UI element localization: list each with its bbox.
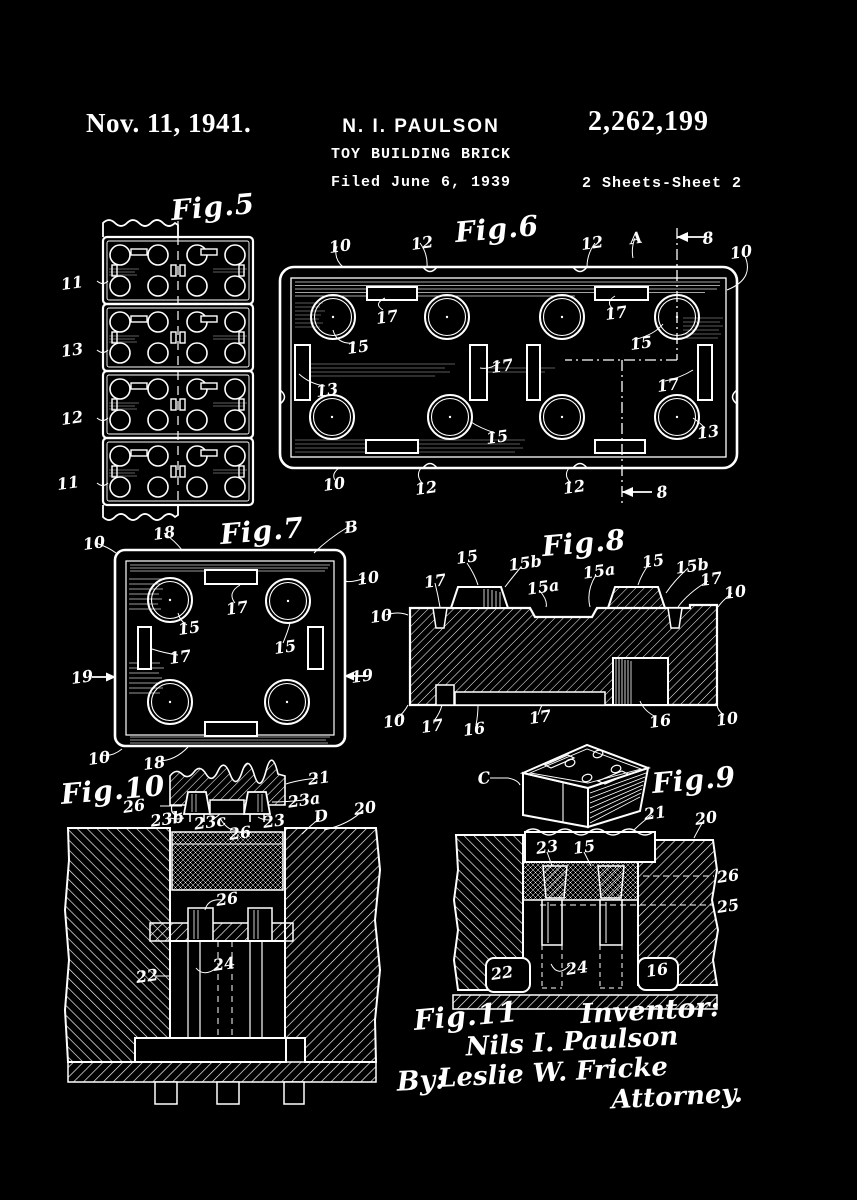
ref-numeral: 17	[527, 706, 553, 728]
ref-numeral: 10	[728, 241, 754, 263]
ref-numeral: 25	[715, 895, 741, 917]
ref-numeral: 24	[211, 953, 237, 975]
sheet-line: 2 Sheets-Sheet 2	[582, 175, 743, 192]
attorney-title: Attorney.	[610, 1078, 744, 1116]
ref-numeral: 15	[628, 332, 654, 354]
fig7-drawing	[92, 526, 368, 762]
ref-numeral: A	[628, 227, 644, 249]
ref-numeral: 17	[374, 306, 400, 328]
ref-numeral: 10	[81, 532, 107, 554]
ref-numeral: 15	[345, 336, 371, 358]
ref-numeral: 10	[368, 605, 394, 627]
ref-numeral: 20	[352, 797, 378, 819]
filed-line: Filed June 6, 1939	[330, 174, 512, 191]
ref-numeral: 15	[640, 550, 666, 572]
ref-numeral: 15	[484, 426, 510, 448]
ref-numeral: 26	[214, 888, 240, 910]
ref-numeral: 10	[86, 747, 112, 769]
ref-numeral: 10	[327, 235, 353, 257]
patent-date: Nov. 11, 1941.	[86, 108, 252, 138]
ref-numeral: 16	[644, 959, 670, 981]
fig10-mold-drawing	[63, 809, 382, 1105]
ref-numeral: 23	[261, 810, 287, 832]
ref-numeral: 17	[698, 568, 724, 590]
ref-numeral: 26	[715, 865, 741, 887]
fig10-insert-drawing	[160, 759, 319, 831]
ref-numeral: 12	[413, 477, 439, 499]
ref-numeral: 11	[59, 272, 85, 294]
applicant-name: N. I. PAULSON	[342, 116, 500, 137]
ref-numeral: 23	[534, 836, 560, 858]
ref-numeral: 15	[176, 617, 202, 639]
ref-numeral: 26	[227, 822, 253, 844]
ref-numeral: 12	[579, 232, 605, 254]
ref-numeral: 13	[314, 379, 340, 401]
ref-numeral: 26	[121, 795, 147, 817]
ref-numeral: 17	[603, 302, 629, 324]
ref-numeral: B	[342, 516, 360, 538]
ref-numeral: 11	[55, 472, 81, 494]
ref-numeral: 10	[722, 581, 748, 603]
ref-numeral: 16	[647, 710, 673, 732]
ref-numeral: 20	[693, 807, 719, 829]
fig9-drawing	[490, 743, 651, 829]
ref-numeral: 12	[409, 232, 435, 254]
ref-numeral: 13	[59, 339, 85, 361]
ref-numeral: C	[476, 767, 492, 789]
ref-numeral: 12	[561, 476, 587, 498]
ref-numeral: 17	[419, 715, 445, 737]
fig6-drawing	[278, 228, 748, 507]
ref-numeral: 19	[69, 666, 95, 688]
ref-numeral: 24	[564, 957, 590, 979]
ref-numeral: 21	[642, 802, 668, 824]
ref-numeral: D	[312, 805, 330, 827]
ref-numeral: 17	[422, 570, 448, 592]
ref-numeral: 15	[454, 546, 480, 568]
ref-numeral: 22	[489, 962, 515, 984]
ref-numeral: 10	[355, 567, 381, 589]
ref-numeral: 17	[655, 374, 681, 396]
ref-numeral: 10	[714, 708, 740, 730]
ref-numeral: 22	[134, 965, 160, 987]
ref-numeral: 21	[306, 767, 332, 789]
ref-numeral: 16	[461, 718, 487, 740]
ref-numeral: 17	[489, 355, 515, 377]
ref-numeral: 19	[349, 665, 375, 687]
fig8-drawing	[385, 562, 733, 726]
ref-numeral: 18	[141, 752, 167, 774]
patent-number: 2,262,199	[588, 106, 709, 137]
ref-numeral: 18	[151, 522, 177, 544]
ref-numeral: 10	[321, 473, 347, 495]
invention-title: TOY BUILDING BRICK	[330, 146, 512, 163]
ref-numeral: 12	[59, 407, 85, 429]
ref-numeral: 13	[695, 421, 721, 443]
ref-numeral: 15	[272, 636, 298, 658]
ref-numeral: 10	[381, 710, 407, 732]
ref-numeral: 17	[167, 646, 193, 668]
fig11-drawing	[452, 814, 720, 1010]
ref-numeral: 17	[224, 597, 250, 619]
fig5-drawing	[96, 219, 255, 521]
ref-numeral: 15	[571, 836, 597, 858]
